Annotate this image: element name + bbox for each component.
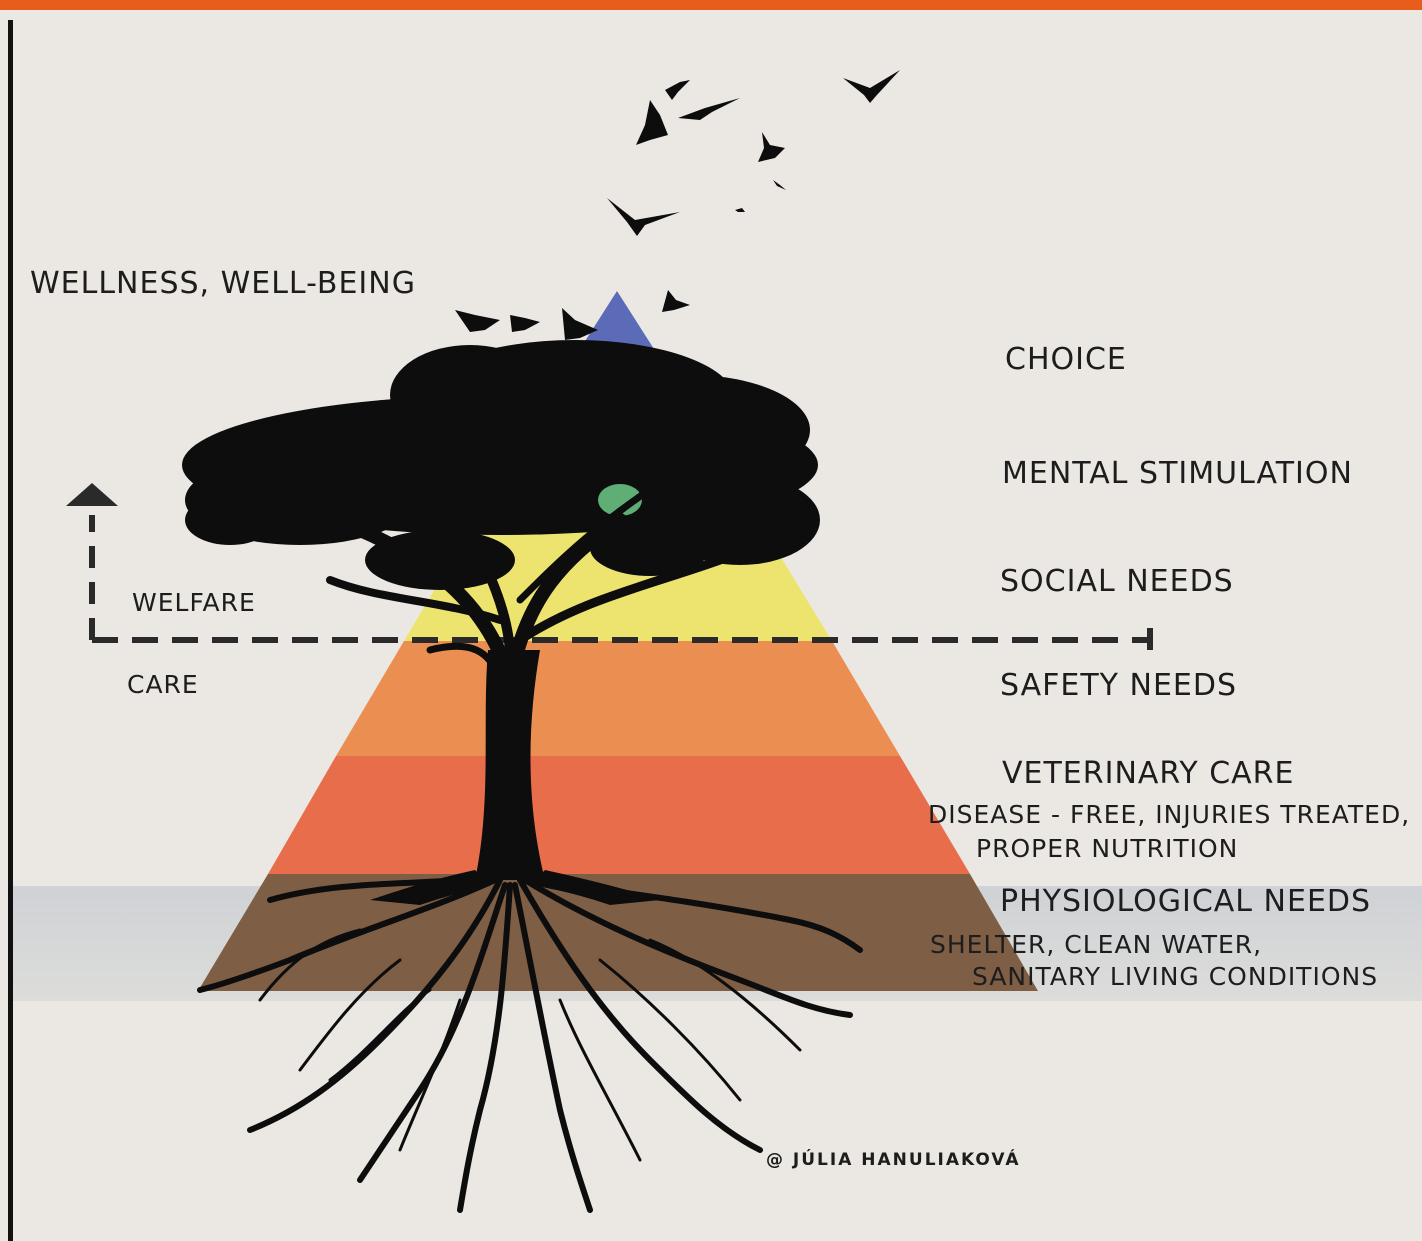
welfare-label: WELFARE [132,588,256,617]
welfare-threshold-line [89,515,1153,650]
pyramid-layer-veterinary-care [268,756,970,874]
level-label-choice: CHOICE [1005,342,1127,377]
level-description-veterinary-care-line2: PROPER NUTRITION [976,834,1239,863]
level-label-social-needs: SOCIAL NEEDS [1000,564,1234,599]
arrow-up-icon [66,483,118,506]
frame-left-border [8,20,13,1241]
bird-icon [662,290,690,312]
level-description-physiological-needs-line1: SHELTER, CLEAN WATER, [930,930,1263,959]
bird-icon [678,98,740,120]
top-label: WELLNESS, WELL-BEING [30,266,416,301]
pyramid-layer-safety-needs [336,641,900,756]
pyramid-illustration [66,70,1153,1213]
bird-icon [510,315,540,332]
level-description-physiological-needs-line2: SANITARY LIVING CONDITIONS [972,962,1379,991]
level-description-veterinary-care-line1: DISEASE - FREE, INJURIES TREATED, [928,800,1411,829]
bird-icon [843,70,900,103]
bird-icon [455,310,500,332]
level-label-safety-needs: SAFETY NEEDS [1000,668,1238,703]
level-label-mental-stimulation: MENTAL STIMULATION [1002,456,1353,491]
tree-silhouette [182,340,863,1213]
care-label: CARE [127,670,199,699]
level-label-veterinary-care: VETERINARY CARE [1002,756,1295,791]
bird-icon [758,132,785,162]
birds-flock [455,70,900,340]
bird-icon [735,208,745,212]
bird-icon [607,198,680,236]
bird-icon [773,180,786,190]
bird-icon [562,308,598,340]
bird-icon [665,80,690,100]
level-label-physiological-needs: PHYSIOLOGICAL NEEDS [1000,884,1372,919]
artist-credit: @ JÚLIA HANULIAKOVÁ [766,1150,1021,1170]
bird-icon [636,100,668,145]
